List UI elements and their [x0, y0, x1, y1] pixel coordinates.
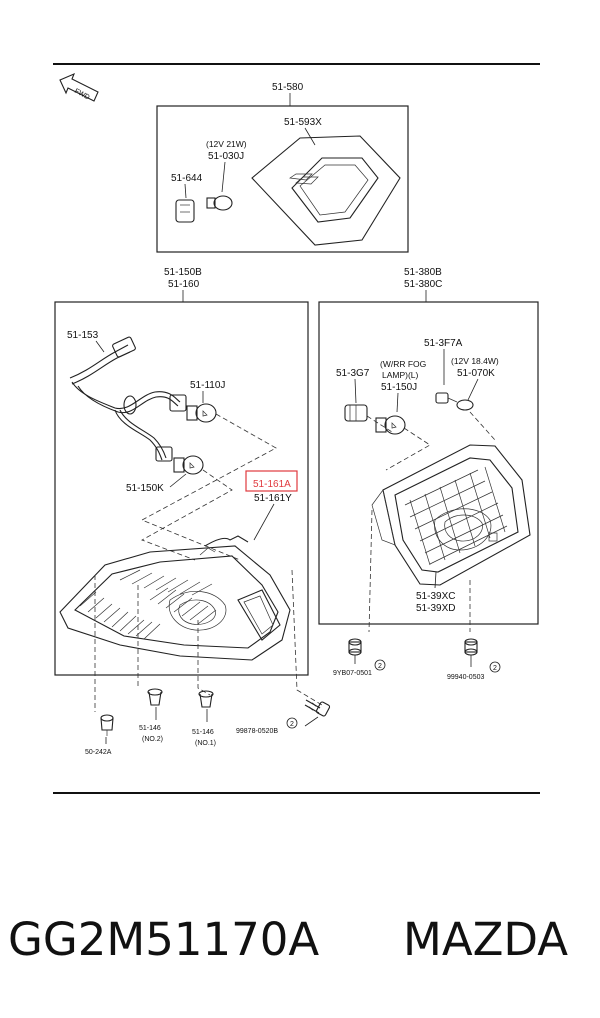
right-small-bulb: [435, 392, 474, 411]
left-bulb-upper: [186, 403, 217, 423]
high-mount-housing: [251, 135, 401, 246]
label-51-146-no1: 51-146: [192, 729, 214, 736]
qty-nut-left: 2: [378, 663, 382, 670]
right-socket: [344, 404, 368, 422]
label-bulb-spec-right: (12V 18.4W): [451, 356, 499, 366]
label-no2: (NO.2): [142, 736, 163, 743]
label-51-161y: 51-161Y: [254, 493, 292, 504]
label-51-3g7: 51-3G7: [336, 368, 370, 379]
high-mount-bulb: [206, 195, 233, 211]
bolt: [304, 699, 331, 717]
label-51-110j: 51-110J: [190, 380, 225, 391]
label-51-150k: 51-150K: [126, 483, 164, 494]
clip-50-242a: [100, 714, 114, 736]
high-mount-lamp-box: [156, 105, 409, 253]
qty-nut-right: 2: [493, 665, 497, 672]
label-51-39xc: 51-39XC: [416, 591, 455, 602]
right-lamp-box: [318, 301, 539, 625]
fwd-label: FWD: [73, 88, 90, 102]
label-51-593x: 51-593X: [284, 117, 322, 128]
qty-bolt: 2: [290, 721, 294, 728]
label-51-150j: 51-150J: [381, 382, 417, 393]
part-number: GG2M51170A: [8, 913, 320, 966]
high-mount-socket: [175, 199, 195, 223]
nut-right: [464, 638, 478, 656]
label-99940-0503: 99940-0503: [447, 674, 484, 681]
label-bulb-spec: (12V 21W): [206, 139, 247, 149]
label-9yb07-0501: 9YB07-0501: [333, 670, 372, 677]
label-51-070k: 51-070K: [457, 368, 495, 379]
highlight-51-161a: [245, 470, 298, 492]
brand-name: MAZDA: [403, 913, 569, 966]
nut-left: [348, 638, 362, 656]
grommet-no1: [198, 690, 214, 708]
grommet-no2: [147, 688, 163, 706]
right-lamp-lens: [371, 444, 531, 586]
label-51-160: 51-160: [168, 279, 200, 290]
label-99878-0520b: 99878-0520B: [236, 728, 278, 735]
label-51-146-no2: 51-146: [139, 725, 161, 732]
forward-arrow-icon: FWD: [59, 72, 99, 102]
label-51-153: 51-153: [67, 330, 99, 341]
label-51-030j: 51-030J: [208, 151, 244, 162]
label-51-150b: 51-150B: [164, 267, 202, 278]
parts-diagram: FWD 51-580 51-593X (12V 21W) 51-030J 51-…: [53, 63, 540, 794]
label-51-644: 51-644: [171, 173, 203, 184]
label-fog-note-a: (W/RR FOG: [380, 359, 426, 369]
left-bulb-lower: [173, 455, 204, 475]
label-51-3f7a: 51-3F7A: [424, 338, 463, 349]
label-51-161a: 51-161A: [253, 479, 291, 490]
label-50-242a: 50-242A: [85, 749, 112, 756]
label-no1: (NO.1): [195, 740, 216, 747]
right-fog-bulb: [375, 415, 406, 435]
left-lamp-lens: [59, 535, 291, 661]
product-caption: GG2M51170A MAZDA: [0, 905, 600, 985]
label-51-380b: 51-380B: [404, 267, 442, 278]
label-51-380c: 51-380C: [404, 279, 442, 290]
left-combination-lamp-box: [54, 301, 309, 676]
wiring-harness: [69, 336, 187, 462]
label-51-580: 51-580: [272, 82, 304, 93]
label-fog-note-b: LAMP)(L): [382, 370, 419, 380]
label-51-39xd: 51-39XD: [416, 603, 455, 614]
